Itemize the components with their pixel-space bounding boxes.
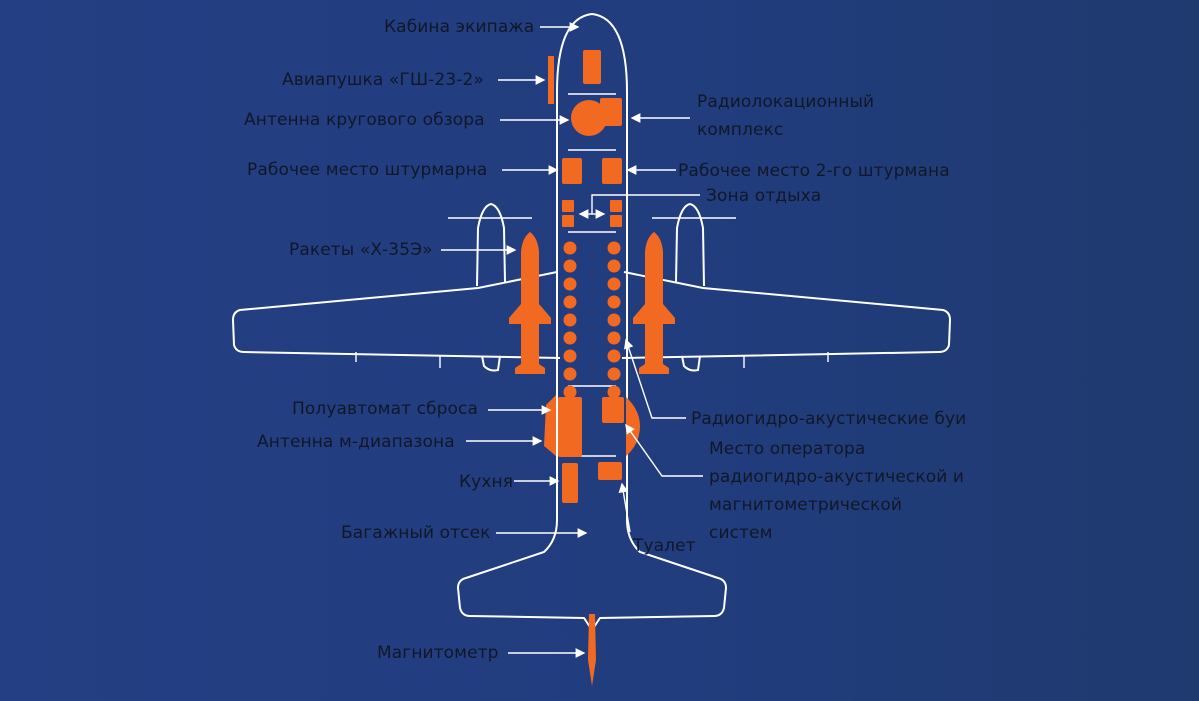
sonobuoy [563, 295, 577, 309]
detail-lines [355, 93, 829, 457]
sonobuoy [607, 331, 621, 345]
cannon-shape [548, 56, 554, 104]
sonobuoy [563, 241, 577, 255]
antenna-m-band-shape [544, 395, 556, 456]
aircraft-outline [231, 12, 952, 632]
sonobuoy [563, 349, 577, 363]
cockpit-console [583, 50, 601, 84]
label-antenna-m-band: Антенна м-диапазона [257, 432, 455, 452]
navigator2-seat [602, 158, 622, 184]
left-missile [509, 232, 551, 374]
operator-panel [626, 397, 640, 456]
rest-seat [562, 215, 574, 227]
label-antenna-circular: Антенна кругового обзора [244, 110, 485, 130]
fuselage [456, 12, 728, 632]
label-magnetometer: Магнитометр [377, 643, 499, 663]
circular-antenna-shape [571, 100, 607, 136]
sonobuoy [607, 277, 621, 291]
label-galley: Кухня [459, 472, 514, 492]
left-engine [476, 202, 506, 287]
right-engine [675, 202, 705, 287]
label-rest-zone: Зона отдыха [706, 186, 822, 206]
label-toilet: Туалет [633, 536, 696, 556]
operator-console [602, 397, 624, 423]
label-operator-station: Место оператора радиогидро-акустической … [709, 439, 965, 543]
rest-seat [562, 200, 574, 212]
right-engine-lower [681, 355, 701, 372]
sonobuoy [563, 385, 577, 399]
sonobuoy [607, 259, 621, 273]
label-cannon: Авиапушка «ГШ-23-2» [282, 70, 484, 90]
left-wing [231, 271, 561, 359]
sonobuoy [607, 313, 621, 327]
left-engine-lower [481, 355, 501, 372]
label-drop-unit: Полуавтомат сброса [292, 399, 478, 419]
radar-shape [600, 98, 622, 126]
rest-seat [610, 215, 622, 227]
drop-unit-shape [558, 397, 582, 457]
sonobuoys [563, 241, 621, 399]
sonobuoy [607, 295, 621, 309]
label-cockpit: Кабина экипажа [384, 17, 535, 37]
sonobuoy [607, 367, 621, 381]
equipment [544, 50, 640, 686]
sonobuoy [607, 241, 621, 255]
sonobuoy [607, 385, 621, 399]
right-wing [621, 271, 952, 359]
missiles [509, 232, 675, 374]
label-baggage: Багажный отсек [341, 523, 491, 543]
sonobuoy [563, 331, 577, 345]
magnetometer-boom [588, 614, 596, 686]
sonobuoy [563, 313, 577, 327]
label-navigator2-station: Рабочее место 2-го штурмана [678, 161, 950, 181]
rest-seat [610, 200, 622, 212]
right-missile [633, 232, 675, 374]
sonobuoy [607, 349, 621, 363]
sonobuoy [563, 277, 577, 291]
label-missiles: Ракеты «Х-35Э» [289, 240, 433, 260]
sonobuoy [563, 259, 577, 273]
galley-shape [562, 463, 578, 503]
navigator-seat [562, 158, 582, 184]
toilet-shape [598, 462, 622, 480]
sonobuoy [563, 367, 577, 381]
leader-lines [441, 22, 703, 658]
label-radar: Радиолокационный комплекс [697, 92, 875, 140]
label-navigator-station: Рабочее место штурмарна [247, 160, 488, 180]
label-sonobuoys: Радиогидро-акустические буи [691, 409, 967, 429]
